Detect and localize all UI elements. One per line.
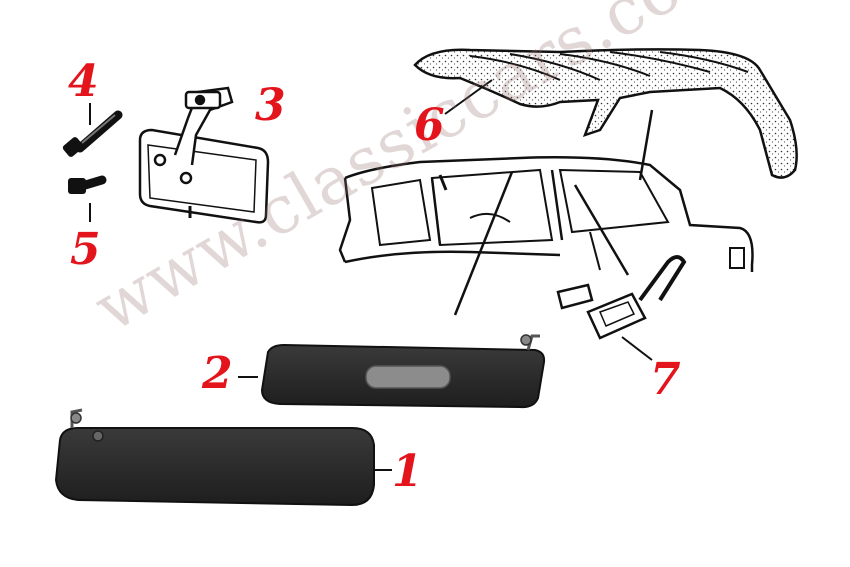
callout-1: 1 [392,446,423,497]
leader-line-6 [444,79,493,115]
headliner-part [413,48,798,179]
callout-2: 2 [202,348,233,399]
car-body-outline [338,156,754,272]
long-screw-part [62,110,123,157]
dome-light-part [556,255,687,340]
sun-visor-with-mirror-part [260,334,546,409]
callout-3: 3 [255,80,286,131]
callout-5: 5 [70,224,101,275]
short-screw-part [68,175,107,194]
leader-line-7 [621,336,653,361]
callout-6: 6 [414,100,445,151]
rear-view-mirror-part [138,86,270,224]
pointer-line-rear [638,109,654,181]
sun-visor-part [54,408,375,507]
callout-4: 4 [68,56,99,107]
pointer-line-headliner [453,171,514,316]
callout-7: 7 [650,354,681,405]
pointer-line-dome-light [573,184,630,276]
